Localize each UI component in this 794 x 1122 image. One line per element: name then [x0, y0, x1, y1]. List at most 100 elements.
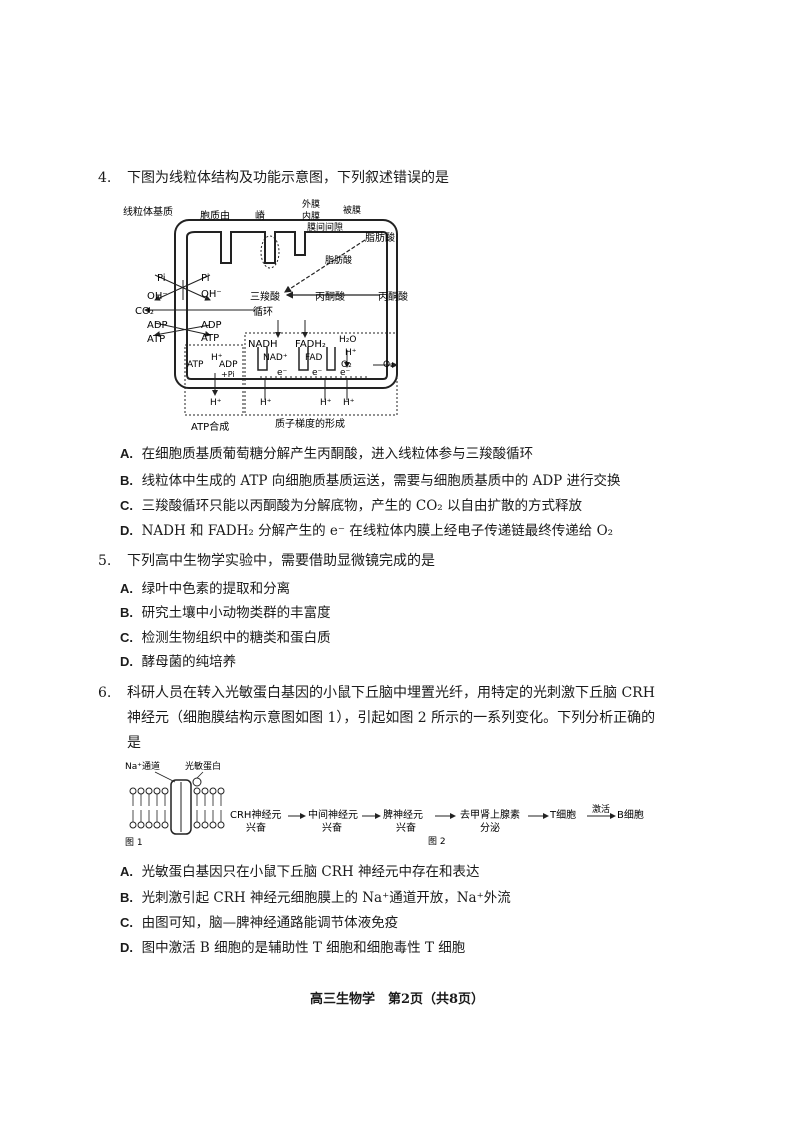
label-gradient: 质子梯度的形成	[275, 417, 345, 430]
option-text: 三羧酸循环只能以丙酮酸为分解底物，产生的 CO₂ 以自由扩散的方式释放	[141, 498, 582, 514]
flow-step-3-b: 兴奋	[396, 821, 416, 834]
option-text: 光敏蛋白基因只在小鼠下丘脑 CRH 神经元中存在和表达	[141, 864, 480, 880]
label-electron-3: e⁻	[340, 368, 351, 378]
label-atp-in: ATP	[201, 333, 219, 344]
question-6-number: 6.	[98, 685, 112, 701]
atp-synthesis-region	[184, 344, 244, 416]
option-label: B.	[120, 605, 133, 620]
crista-marker	[260, 235, 280, 269]
option-label: D.	[120, 940, 133, 955]
q5-option-b[interactable]: B. 研究土壤中小动物类群的丰富度	[120, 601, 331, 621]
q4-option-a[interactable]: A. 在细胞质基质葡萄糖分解产生丙酮酸，进入线粒体参与三羧酸循环	[120, 442, 533, 462]
flow-step-6: B细胞	[617, 808, 644, 821]
label-cytoplasm: 胞质由	[200, 209, 230, 222]
label-crista: 嵴	[255, 209, 265, 222]
flow-step-4-b: 分泌	[480, 821, 500, 834]
option-label: C.	[120, 630, 133, 645]
figure-1-membrane: Na⁺通道 光敏蛋白 图 1	[125, 760, 225, 848]
q6-option-a[interactable]: A. 光敏蛋白基因只在小鼠下丘脑 CRH 神经元中存在和表达	[120, 860, 479, 880]
label-adp-out: ADP	[147, 320, 168, 331]
label-co2: CO₂	[135, 306, 154, 317]
flow-step-2-b: 兴奋	[322, 821, 342, 834]
label-fig1-caption: 图 1	[125, 837, 143, 848]
option-text: 图中激活 B 细胞的是辅助性 T 细胞和细胞毒性 T 细胞	[141, 940, 466, 956]
q4-option-c[interactable]: C. 三羧酸循环只能以丙酮酸为分解底物，产生的 CO₂ 以自由扩散的方式释放	[120, 494, 582, 514]
label-o2-in: O₂	[341, 360, 352, 370]
option-text: 在细胞质基质葡萄糖分解产生丙酮酸，进入线粒体参与三羧酸循环	[141, 446, 534, 462]
question-4-number: 4.	[98, 170, 112, 186]
option-text: 检测生物组织中的糖类和蛋白质	[141, 630, 331, 646]
page-footer: 高三生物学 第2页（共8页）	[309, 992, 485, 1007]
label-pyruvate-in: 丙酮酸	[315, 290, 345, 303]
option-label: B.	[120, 890, 133, 905]
q6-option-b[interactable]: B. 光刺激引起 CRH 神经元细胞膜上的 Na⁺通道开放，Na⁺外流	[120, 886, 511, 906]
photoprotein	[192, 777, 202, 787]
label-photoprotein: 光敏蛋白	[185, 760, 221, 772]
label-atp-synthesis: ATP合成	[191, 420, 229, 433]
label-cycle: 循环	[253, 305, 273, 318]
q6-option-c[interactable]: C. 由图可知，脑—脾神经通路能调节体液免疫	[120, 911, 398, 931]
question-6-stem-line-3: 是	[127, 735, 141, 751]
option-text: 线粒体中生成的 ATP 向细胞质基质运送，需要与细胞质基质中的 ADP 进行交换	[141, 473, 621, 489]
q6-option-d[interactable]: D. 图中激活 B 细胞的是辅助性 T 细胞和细胞毒性 T 细胞	[120, 936, 465, 956]
mitochondria-diagram: 线粒体基质 胞质由 嵴 外膜 内膜 膜间间隙 被膜 脂肪酸 脂肪酸 三羧酸 循环…	[123, 198, 408, 433]
label-synth-atp: ATP	[187, 360, 204, 370]
label-h-plus-top: H⁺	[345, 348, 357, 358]
flow-step-1-a: CRH神经元	[230, 808, 281, 821]
option-label: A.	[120, 446, 133, 461]
option-label: C.	[120, 498, 133, 513]
label-inner-membrane: 内膜	[302, 210, 320, 222]
label-pi-in: Pi	[201, 273, 210, 284]
gradient-region	[244, 332, 398, 416]
label-h2o: H₂O	[339, 335, 356, 345]
q5-option-a[interactable]: A. 绿叶中色素的提取和分离	[120, 577, 290, 597]
label-na-channel: Na⁺通道	[125, 760, 160, 772]
flow-step-3-a: 脾神经元	[383, 808, 423, 821]
question-6-stem-line-1: 科研人员在转入光敏蛋白基因的小鼠下丘脑中埋置光纤，用特定的光刺激下丘脑 CRH	[127, 685, 655, 701]
label-pi-out: Pi	[157, 273, 166, 284]
question-6-stem-line-2: 神经元（细胞膜结构示意图如图 1），引起如图 2 所示的一系列变化。下列分析正确…	[127, 710, 656, 726]
label-electron-2: e⁻	[312, 368, 323, 378]
label-h-plus-bottom-3: H⁺	[320, 398, 332, 408]
inner-membrane	[186, 231, 388, 380]
option-text: 绿叶中色素的提取和分离	[141, 581, 291, 597]
label-h-plus-bottom-1: H⁺	[210, 398, 222, 408]
label-fadh2: FADH₂	[295, 339, 326, 350]
label-adp-in: ADP	[201, 320, 222, 331]
option-label: B.	[120, 473, 133, 488]
flow-step-2-a: 中间神经元	[308, 808, 358, 821]
lipid-bilayer	[129, 787, 225, 829]
option-text: 由图可知，脑—脾神经通路能调节体液免疫	[141, 915, 399, 931]
option-label: C.	[120, 915, 133, 930]
option-text: 光刺激引起 CRH 神经元细胞膜上的 Na⁺通道开放，Na⁺外流	[141, 890, 511, 906]
label-outer-membrane: 外膜	[302, 198, 320, 210]
label-synth-pi: +Pi	[221, 370, 235, 379]
label-o2-out: O₂	[383, 360, 394, 370]
label-fatty-acid-in: 脂肪酸	[325, 254, 352, 266]
label-synth-adp: ADP	[219, 360, 238, 370]
label-nadh: NADH	[248, 339, 278, 350]
q4-option-b[interactable]: B. 线粒体中生成的 ATP 向细胞质基质运送，需要与细胞质基质中的 ADP 进…	[120, 469, 621, 489]
label-fig2-caption: 图 2	[428, 836, 446, 847]
option-label: D.	[120, 523, 133, 538]
label-pyruvate-out: 丙酮酸	[378, 290, 408, 303]
question-5-number: 5.	[98, 553, 112, 569]
question-4-stem: 下图为线粒体结构及功能示意图，下列叙述错误的是	[127, 170, 449, 186]
option-text: 研究土壤中小动物类群的丰富度	[141, 605, 331, 621]
option-text: NADH 和 FADH₂ 分解产生的 e⁻ 在线粒体内膜上经电子传递链最终传递给…	[141, 523, 614, 539]
flow-step-4-a: 去甲肾上腺素	[460, 808, 520, 821]
label-h-plus-bottom-4: H⁺	[343, 398, 355, 408]
q5-option-d[interactable]: D. 酵母菌的纯培养	[120, 650, 236, 670]
option-label: A.	[120, 864, 133, 879]
option-label: A.	[120, 581, 133, 596]
q4-option-d[interactable]: D. NADH 和 FADH₂ 分解产生的 e⁻ 在线粒体内膜上经电子传递链最终…	[120, 519, 613, 539]
label-matrix: 线粒体基质	[123, 205, 173, 218]
flow-step-1-b: 兴奋	[246, 821, 266, 834]
label-electron-1: e⁻	[277, 368, 288, 378]
q5-option-c[interactable]: C. 检测生物组织中的糖类和蛋白质	[120, 626, 331, 646]
label-oh-in: OH⁻	[201, 289, 222, 300]
label-nad: NAD⁺	[263, 353, 288, 363]
label-h-plus-left: H⁺	[211, 353, 223, 363]
label-envelope: 被膜	[343, 204, 361, 216]
flow-activate: 激活	[592, 803, 610, 815]
